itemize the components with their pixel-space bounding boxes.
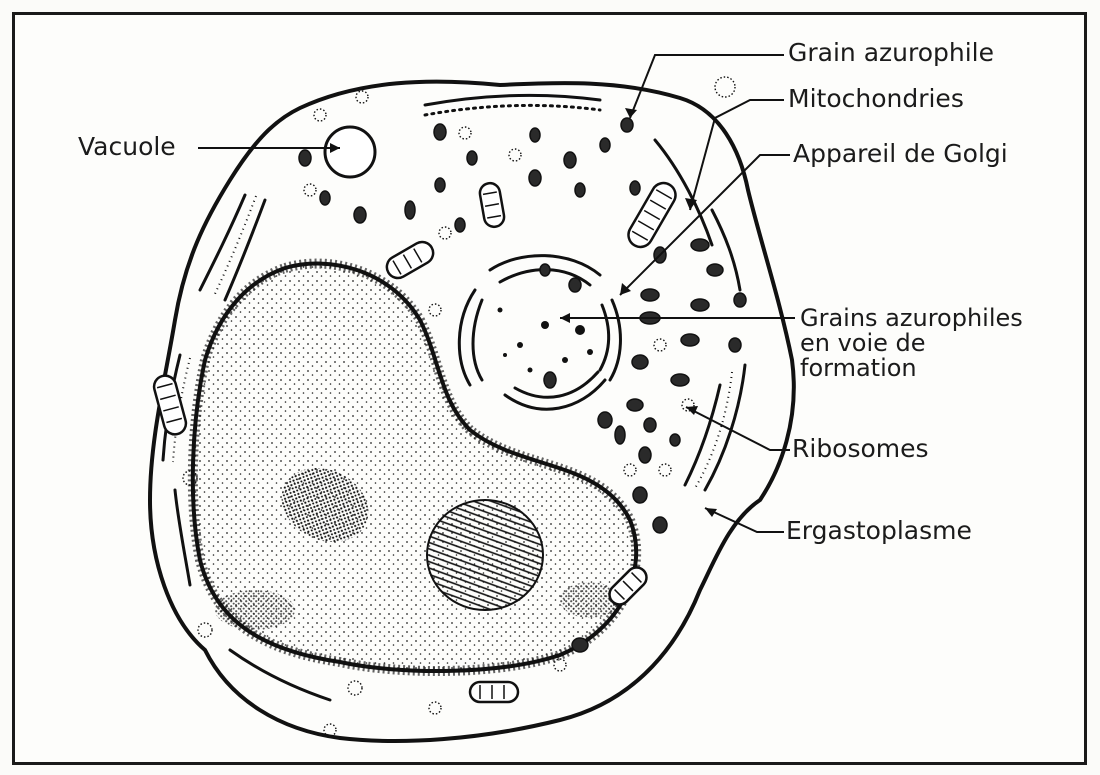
nucleolus [427,500,543,610]
label-vacuole: Vacuole [78,134,176,160]
label-grains-azurophiles-formation: Grains azurophiles en voie de formation [800,306,1080,381]
label-ribosomes: Ribosomes [792,436,929,462]
chromatin-clump [215,590,295,630]
label-appareil-de-golgi: Appareil de Golgi [793,141,1008,167]
label-ergastoplasme: Ergastoplasme [786,518,972,544]
label-line: en voie de [800,331,1080,356]
label-grain-azurophile: Grain azurophile [788,40,994,66]
label-line: formation [800,356,1080,381]
vacuole [325,127,375,177]
label-line: Grains azurophiles [800,306,1080,331]
label-mitochondries: Mitochondries [788,86,964,112]
